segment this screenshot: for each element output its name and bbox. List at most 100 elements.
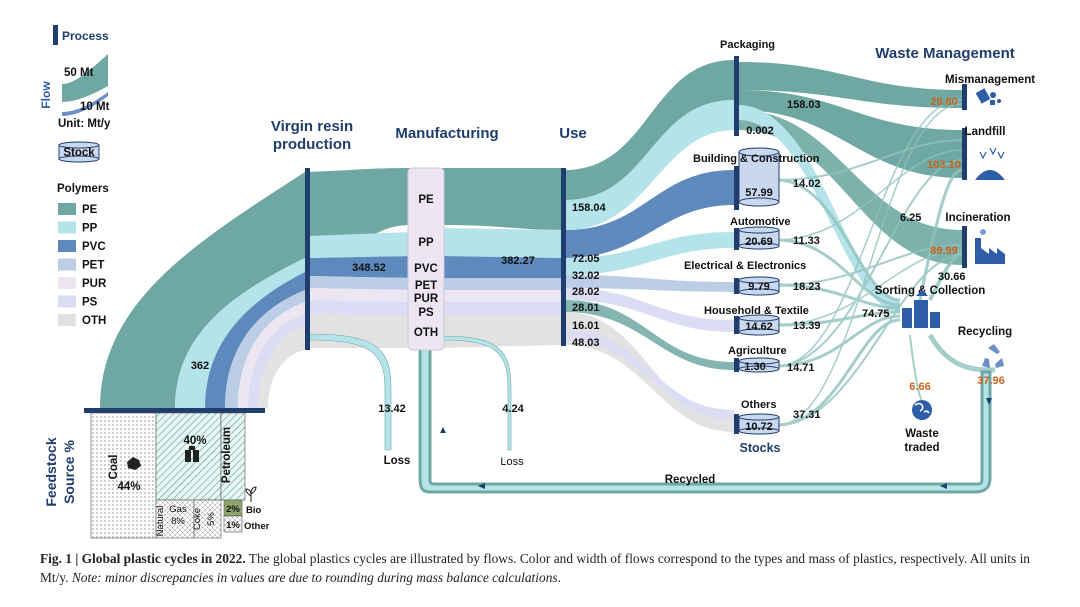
- feedstock-other-pct: 1%: [226, 520, 240, 531]
- legend-swatch-pvc: [58, 240, 76, 252]
- feedstock-bar: [84, 408, 265, 413]
- sector-agriculture: Agriculture: [728, 345, 787, 357]
- header-virgin-production: production: [273, 136, 351, 153]
- landfill-icon: [975, 147, 1005, 180]
- feedstock-coal-pct: 44%: [117, 481, 140, 493]
- sorting-label: Sorting & Collection: [875, 285, 986, 297]
- feedstock-natural-pct: 8%: [171, 516, 185, 527]
- out-automotive: 11.33: [793, 235, 820, 247]
- stock-value-electrical: 9.79: [748, 281, 769, 293]
- waste-traded-value: 6.66: [909, 381, 930, 393]
- feedstock-coke-pct: 5%: [206, 512, 217, 526]
- manufacturing-to-use-flows: [441, 168, 561, 451]
- mfg-label-ps: PS: [418, 307, 434, 319]
- value-manufacturing-out: 382.27: [501, 255, 535, 267]
- stock-value-household: 14.62: [745, 321, 773, 333]
- legend-stock-swatch: Stock: [58, 141, 100, 163]
- sector-to-sorting-flows: [776, 99, 996, 427]
- header-virgin-resin: Virgin resin: [271, 118, 353, 135]
- stock-agriculture: [738, 357, 780, 373]
- feedstock-petroleum-pct: 40%: [183, 435, 206, 447]
- legend-swatch-pe: [58, 203, 76, 215]
- sector-others: Others: [741, 399, 776, 411]
- legend-process-label: Process: [62, 29, 109, 43]
- stock-household: [738, 314, 780, 336]
- stock-automotive: [738, 226, 780, 250]
- legend-label-pet: PET: [82, 260, 104, 272]
- sector-building: Building & Construction: [693, 153, 820, 165]
- out-electrical: 18.23: [793, 281, 821, 293]
- value-virgin-out: 348.52: [352, 262, 386, 274]
- legend-label-oth: OTH: [82, 315, 106, 327]
- out-agriculture: 14.71: [787, 362, 815, 374]
- stock-value-building: 57.99: [745, 187, 773, 199]
- waste-mismanagement-value: 29.60: [930, 96, 958, 108]
- waste-incineration-label: Incineration: [945, 212, 1010, 224]
- feedstock-coal: [90, 412, 157, 539]
- feedstock-natural-gas: [155, 499, 195, 539]
- waste-mismanagement-label: Mismanagement: [945, 74, 1035, 86]
- plant-icon: [245, 486, 257, 502]
- header-manufacturing: Manufacturing: [395, 125, 498, 142]
- virgin-to-manufacturing-flows: [308, 168, 410, 451]
- stock-value-others: 10.72: [745, 421, 773, 433]
- legend-label-pp: PP: [82, 223, 98, 235]
- legend-stock-label: Stock: [63, 147, 95, 159]
- feedstock-petroleum-label: Petroleum: [221, 427, 233, 483]
- plastic-cycle-sankey: PE PP PVC PET PUR PS OTH Virgin resin pr…: [39, 25, 1035, 539]
- legend-swatch-pur: [58, 277, 76, 289]
- mismanagement-icon: [975, 88, 1001, 105]
- feedstock-title-2: Source %: [61, 440, 77, 504]
- feedstock-block: Feedstock Source % Coal 44% 40% Petroleu…: [43, 408, 270, 539]
- legend-swatch-pp: [58, 221, 76, 234]
- feedstock-title-1: Feedstock: [43, 437, 59, 506]
- sector-automotive: Automotive: [730, 216, 791, 228]
- feedstock-other: [223, 515, 243, 533]
- waste-traded-label-2: traded: [904, 442, 939, 454]
- mfg-label-pur: PUR: [414, 293, 439, 305]
- use-in-building: 72.05: [572, 253, 600, 265]
- legend-process-swatch: [53, 25, 58, 45]
- manufacturing-box: PE PP PVC PET PUR PS OTH: [407, 167, 445, 351]
- use-in-automotive: 32.02: [572, 270, 600, 282]
- legend-flow-small-value: 10 Mt: [80, 101, 110, 113]
- stock-value-agriculture: 1.30: [744, 361, 765, 373]
- waste-landfill-label: Landfill: [965, 126, 1006, 138]
- feedstock-natural-label-2: Gas: [169, 504, 187, 515]
- incineration-icon: [975, 229, 1005, 264]
- legend-swatch-pet: [58, 258, 76, 271]
- feedstock-petroleum-side: [220, 412, 246, 501]
- legend-label-ps: PS: [82, 297, 98, 309]
- mfg-label-pet: PET: [415, 280, 437, 292]
- use-in-others: 48.03: [572, 337, 600, 349]
- stock-value-automotive: 20.69: [745, 236, 773, 248]
- stock-building: [738, 147, 780, 207]
- waste-incineration-value: 89.99: [930, 245, 958, 257]
- feedstock-coal-label: Coal: [108, 455, 120, 480]
- label-loss-virgin: Loss: [384, 455, 411, 467]
- legend-flow-label: Flow: [39, 81, 53, 109]
- coal-icon: [127, 457, 141, 470]
- legend-unit: Unit: Mt/y: [58, 118, 111, 130]
- label-loss-manufacturing: Loss: [500, 456, 524, 468]
- sector-electrical: Electrical & Electronics: [684, 260, 806, 272]
- recycling-label: Recycling: [958, 326, 1012, 338]
- out-others: 37.31: [793, 409, 821, 421]
- header-stocks: Stocks: [740, 441, 781, 455]
- caption-body: The global plastics cycles are illustrat…: [40, 551, 1030, 585]
- sector-household: Household & Textile: [704, 305, 809, 317]
- use-in-packaging: 158.04: [572, 202, 607, 214]
- mfg-label-pvc: PVC: [414, 263, 438, 275]
- header-use: Use: [559, 125, 587, 142]
- legend: Process Flow 50 Mt 10 Mt Unit: Mt/y Stoc…: [39, 25, 111, 327]
- caption-end: .: [557, 570, 561, 585]
- sorting-to-landfill: 6.25: [900, 212, 921, 224]
- value-loss-virgin: 13.42: [378, 403, 406, 415]
- recycling-icon: [982, 344, 1004, 368]
- waste-traded-label-1: Waste: [905, 428, 938, 440]
- legend-flow-big-value: 50 Mt: [64, 67, 94, 79]
- value-virgin-in: 362: [191, 360, 209, 372]
- feedstock-other-label: Other: [244, 521, 270, 532]
- sorting-to-incineration: 30.66: [938, 271, 966, 283]
- feedstock-to-virgin-flows: [100, 172, 305, 408]
